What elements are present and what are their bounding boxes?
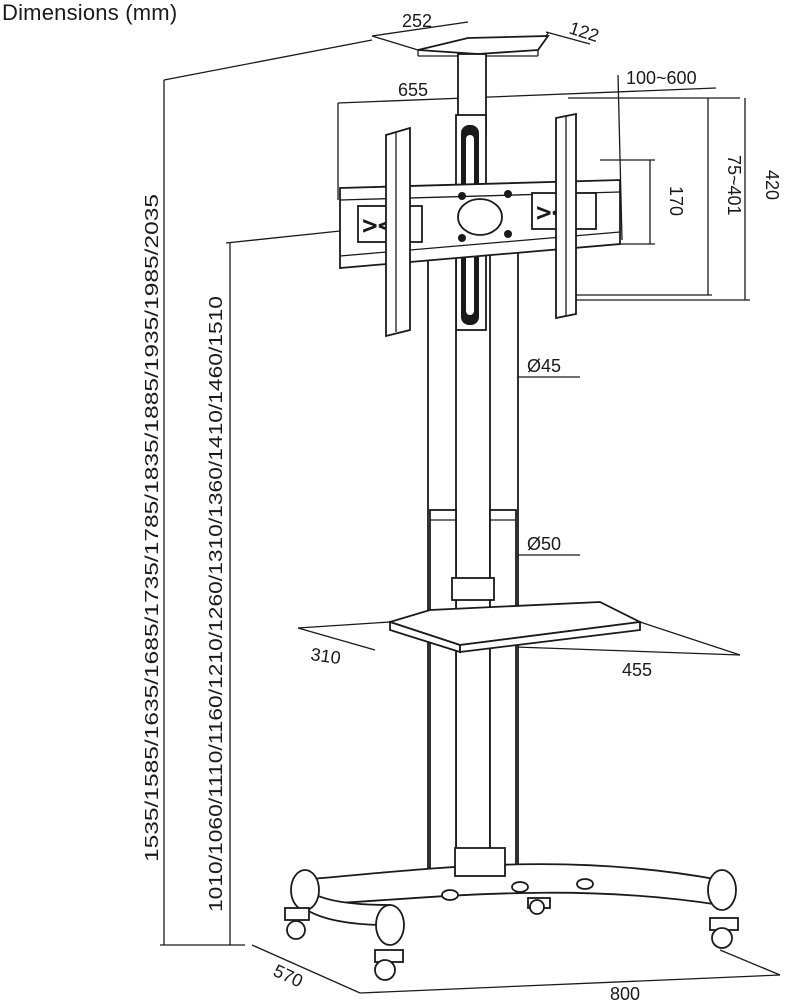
dim-top-plate-width: 252 (402, 11, 432, 31)
dim-base-width: 800 (610, 984, 640, 1004)
base-right-cap (707, 869, 737, 911)
base-frame (299, 863, 721, 907)
left-vesa-arm (385, 126, 411, 338)
dim-mount-width: 655 (398, 80, 428, 100)
caster-wheel-right (709, 917, 739, 949)
dimension-lines (160, 21, 781, 994)
dim-lower-pole-diameter: Ø50 (527, 534, 561, 554)
right-vesa-arm (555, 112, 577, 320)
dim-upper-pole-diameter: Ø45 (527, 356, 561, 376)
caster-wheel-mid (527, 897, 551, 915)
dim-vesa-vertical: 75~401 (724, 155, 744, 216)
dim-shelf-depth: 310 (309, 644, 342, 668)
dim-bracket-height: 170 (666, 186, 686, 216)
caster-wheel-left (284, 907, 310, 940)
caster-wheel-front (374, 949, 404, 981)
base-left-cap (290, 869, 320, 911)
dim-vesa-horizontal: 100~600 (626, 68, 697, 88)
base-front-cap (375, 904, 405, 946)
center-hub (457, 198, 503, 236)
dim-mount-height: 420 (762, 170, 782, 200)
pole-cross-bar (451, 577, 495, 601)
dim-center-heights: 1010/1060/1110/1160/1210/1260/1310/1360/… (206, 296, 226, 912)
top-equipment-plate (417, 35, 550, 55)
page-title: Dimensions (mm) (2, 0, 178, 25)
dim-shelf-width: 455 (622, 660, 652, 680)
dim-base-depth: 570 (270, 960, 306, 991)
tv-stand: >< >< (284, 35, 739, 981)
left-lower-tube (429, 509, 457, 871)
right-lower-tube (489, 509, 517, 871)
dim-total-heights: 1535/1585/1635/1685/1735/1785/1835/1885/… (142, 194, 162, 862)
dim-top-plate-depth: 122 (567, 18, 602, 46)
